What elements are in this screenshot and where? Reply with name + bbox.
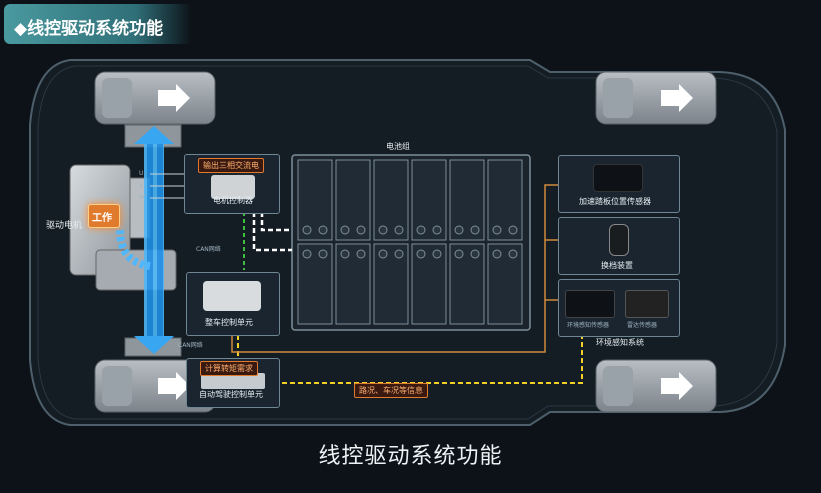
battery-terminal xyxy=(394,249,404,259)
motor-working-text: 工作 xyxy=(92,213,112,224)
wheel-front-left xyxy=(94,71,216,125)
vehicle-control-unit-card: 整车控制单元 xyxy=(186,272,280,336)
bottom-caption: 线控驱动系统功能 xyxy=(318,444,503,469)
page-title: ◆线控驱动系统功能 xyxy=(14,19,164,39)
battery-terminal xyxy=(416,249,426,259)
sensor-signal-lines xyxy=(231,184,558,353)
battery-terminal xyxy=(394,225,404,235)
battery-terminal xyxy=(470,249,480,259)
shifter-icon xyxy=(609,224,629,256)
wheel-front-right xyxy=(595,71,717,125)
battery-cell xyxy=(487,243,523,325)
battery-terminal xyxy=(492,249,502,259)
battery-terminal xyxy=(302,225,312,235)
radar-sensor-label: 雷达传感器 xyxy=(627,322,658,329)
battery-terminal xyxy=(378,225,388,235)
battery-terminal xyxy=(470,225,480,235)
battery-cell xyxy=(411,159,447,241)
pedal-sensor-label: 加速踏板位置传感器 xyxy=(579,197,651,206)
vcu-icon xyxy=(203,281,261,311)
battery-terminal xyxy=(492,225,502,235)
battery-terminal xyxy=(356,249,366,259)
phase-w-left: W xyxy=(139,194,145,201)
env-sensor-icon xyxy=(565,290,615,318)
battery-terminal xyxy=(340,249,350,259)
power-flow-vertical xyxy=(134,126,174,354)
env-sensor-label: 环境感知传感器 xyxy=(567,322,610,329)
vcu-label: 整车控制单元 xyxy=(205,318,253,327)
battery-terminal xyxy=(454,225,464,235)
battery-terminal xyxy=(340,225,350,235)
title-bar: ◆线控驱动系统功能 xyxy=(4,4,192,44)
battery-cell xyxy=(373,159,409,241)
adu-tag: 计算转矩需求 xyxy=(200,361,258,376)
battery-terminal xyxy=(302,249,312,259)
battery-terminal xyxy=(378,249,388,259)
battery-cell xyxy=(335,243,371,325)
car-inner-outline xyxy=(37,65,778,420)
motor-controller-icon xyxy=(211,175,255,199)
hv-wires xyxy=(252,212,292,252)
can-label-1: CAN网络 xyxy=(196,246,221,253)
battery-cell xyxy=(449,243,485,325)
phase-u-left: U xyxy=(139,170,144,177)
battery-terminal xyxy=(508,225,518,235)
battery-terminal xyxy=(508,249,518,259)
battery-cell xyxy=(335,159,371,241)
battery-cell xyxy=(373,243,409,325)
motor-working-badge: 工作 xyxy=(88,204,120,228)
pedal-sensor-card: 加速踏板位置传感器 xyxy=(558,155,680,213)
can-label-2: CAN网络 xyxy=(178,342,203,349)
battery-terminal xyxy=(432,225,442,235)
environment-sensing-title: 环境感知系统 xyxy=(596,338,644,347)
battery-cell xyxy=(487,159,523,241)
battery-terminal xyxy=(318,249,328,259)
battery-pack-label: 电池组 xyxy=(386,142,410,151)
shifter-label: 换档装置 xyxy=(601,261,633,270)
battery-terminal xyxy=(318,225,328,235)
battery-terminal xyxy=(416,225,426,235)
battery-terminal xyxy=(432,249,442,259)
battery-terminal xyxy=(356,225,366,235)
battery-pack-graphic xyxy=(291,154,531,331)
battery-cell xyxy=(297,159,333,241)
radar-sensor-icon xyxy=(625,290,669,318)
pedal-sensor-icon xyxy=(593,164,643,192)
drive-motor-label: 驱动电机 xyxy=(46,221,83,231)
adu-icon xyxy=(201,373,265,389)
battery-cell xyxy=(449,159,485,241)
road-info-tag: 路况、车况等信息 xyxy=(354,383,428,398)
wheel-rear-left xyxy=(94,359,216,413)
battery-cell xyxy=(411,243,447,325)
motor-controller-label: 电机控制器 xyxy=(213,196,253,205)
motor-controller-tag: 输出三相交流电 xyxy=(198,158,264,173)
battery-cell xyxy=(297,243,333,325)
phase-wires xyxy=(150,173,190,199)
battery-terminal xyxy=(454,249,464,259)
wheel-rear-right xyxy=(595,359,717,413)
shifter-card: 换档装置 xyxy=(558,217,680,275)
phase-v-left: V xyxy=(139,182,144,189)
environment-sensing-card: 环境感知传感器 雷达传感器 xyxy=(558,279,680,337)
adu-label: 自动驾驶控制单元 xyxy=(199,390,263,399)
